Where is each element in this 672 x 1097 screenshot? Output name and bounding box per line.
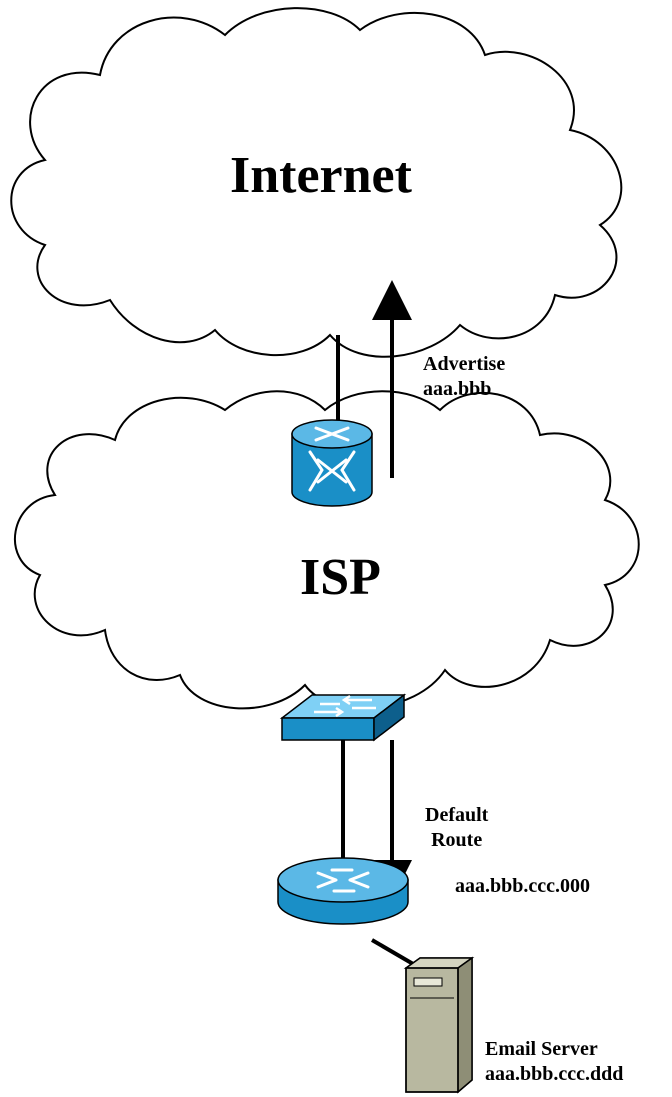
server-icon	[403, 956, 475, 1094]
default-route-label: Default Route	[425, 803, 488, 853]
router-address: aaa.bbb.ccc.000	[455, 875, 590, 897]
isp-label: ISP	[300, 549, 381, 606]
workgroup-switch-icon	[279, 693, 407, 742]
advertise-line1: Advertise	[423, 353, 506, 375]
router-icon	[277, 857, 409, 925]
server-label: Email Server aaa.bbb.ccc.ddd	[485, 1037, 623, 1087]
internet-cloud-icon	[10, 7, 623, 358]
atm-switch-icon	[291, 419, 373, 507]
default-line1: Default	[425, 804, 489, 826]
server-address: aaa.bbb.ccc.ddd	[485, 1063, 624, 1085]
default-line2: Route	[431, 829, 483, 851]
advertise-label: Advertise aaa.bbb	[423, 352, 505, 402]
advertise-line2: aaa.bbb	[423, 378, 492, 400]
server-name: Email Server	[485, 1038, 598, 1060]
internet-label: Internet	[230, 147, 412, 204]
